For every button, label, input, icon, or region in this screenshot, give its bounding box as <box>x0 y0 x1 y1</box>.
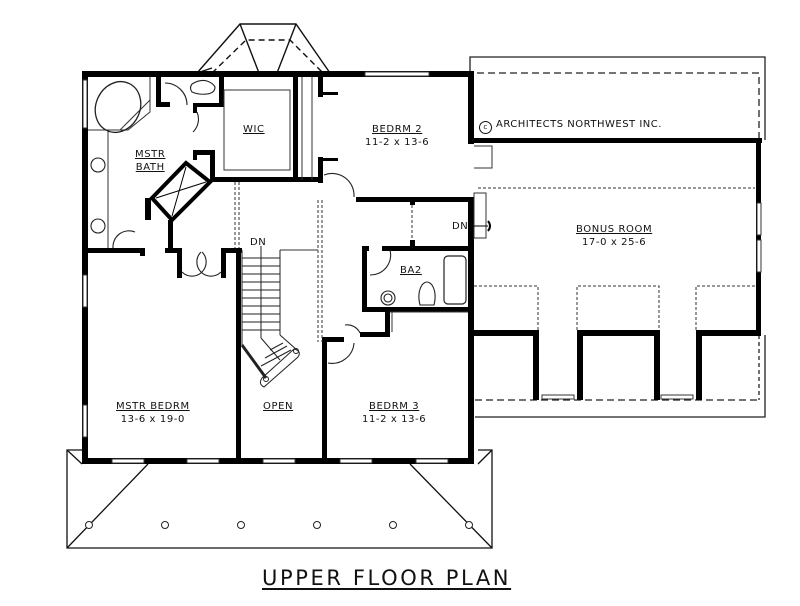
room-name: MSTR BEDRM <box>116 401 190 412</box>
copyright-notice: c ARCHITECTS NORTHWEST INC. <box>479 119 662 134</box>
room-name: BONUS ROOM <box>576 224 653 235</box>
room-name: WIC <box>243 124 265 135</box>
stair-down-label: DN <box>250 237 267 248</box>
bonus-stair-down-label: DN <box>452 221 469 232</box>
room-label-mstr-bedrm: MSTR BEDRM 13-6 x 19-0 <box>116 400 190 426</box>
dormer-roof <box>196 23 331 74</box>
room-name: BA2 <box>400 265 422 276</box>
bonus-roofline-bottom <box>475 335 766 418</box>
windows <box>82 71 762 464</box>
room-name: OPEN <box>263 401 294 412</box>
staircase <box>240 246 300 388</box>
room-label-bedrm-3: BEDRM 3 11-2 x 13-6 <box>362 400 426 426</box>
ba2-toilet-icon <box>418 281 436 306</box>
room-dimensions: 17-0 x 25-6 <box>581 237 647 248</box>
room-dimensions: 13-6 x 19-0 <box>120 414 185 425</box>
plan-title: UPPER FLOOR PLAN <box>262 566 512 590</box>
interior-walls <box>88 77 474 463</box>
room-label-mstr-bath: MSTR BATH <box>135 148 165 174</box>
room-label-open: OPEN <box>263 400 293 413</box>
ba2-tub-icon <box>443 255 467 305</box>
copyright-text: ARCHITECTS NORTHWEST INC. <box>496 119 662 130</box>
toilet-icon <box>189 79 216 95</box>
room-name-line2: BATH <box>135 162 165 173</box>
porch-columns <box>85 521 473 529</box>
copyright-icon: c <box>479 121 492 134</box>
interior-lines <box>88 77 755 342</box>
room-label-bonus-room: BONUS ROOM 17-0 x 25-6 <box>576 223 652 249</box>
room-label-wic: WIC <box>243 123 265 136</box>
sink-icons <box>90 157 396 306</box>
room-label-bedrm-2: BEDRM 2 11-2 x 13-6 <box>365 123 429 149</box>
room-dimensions: 11-2 x 13-6 <box>362 414 427 425</box>
room-name: BEDRM 2 <box>372 124 423 135</box>
shower-icon <box>149 160 214 223</box>
bonus-dn-arrow <box>474 220 491 232</box>
room-name: BEDRM 3 <box>369 401 420 412</box>
room-dimensions: 11-2 x 13-6 <box>365 137 430 148</box>
bathtub-icon <box>94 81 142 133</box>
door-swings <box>112 82 392 364</box>
room-label-ba2: BA2 <box>400 264 422 277</box>
porch-roof <box>66 449 493 549</box>
bonus-dormers <box>474 285 761 400</box>
room-name: MSTR <box>135 149 166 160</box>
